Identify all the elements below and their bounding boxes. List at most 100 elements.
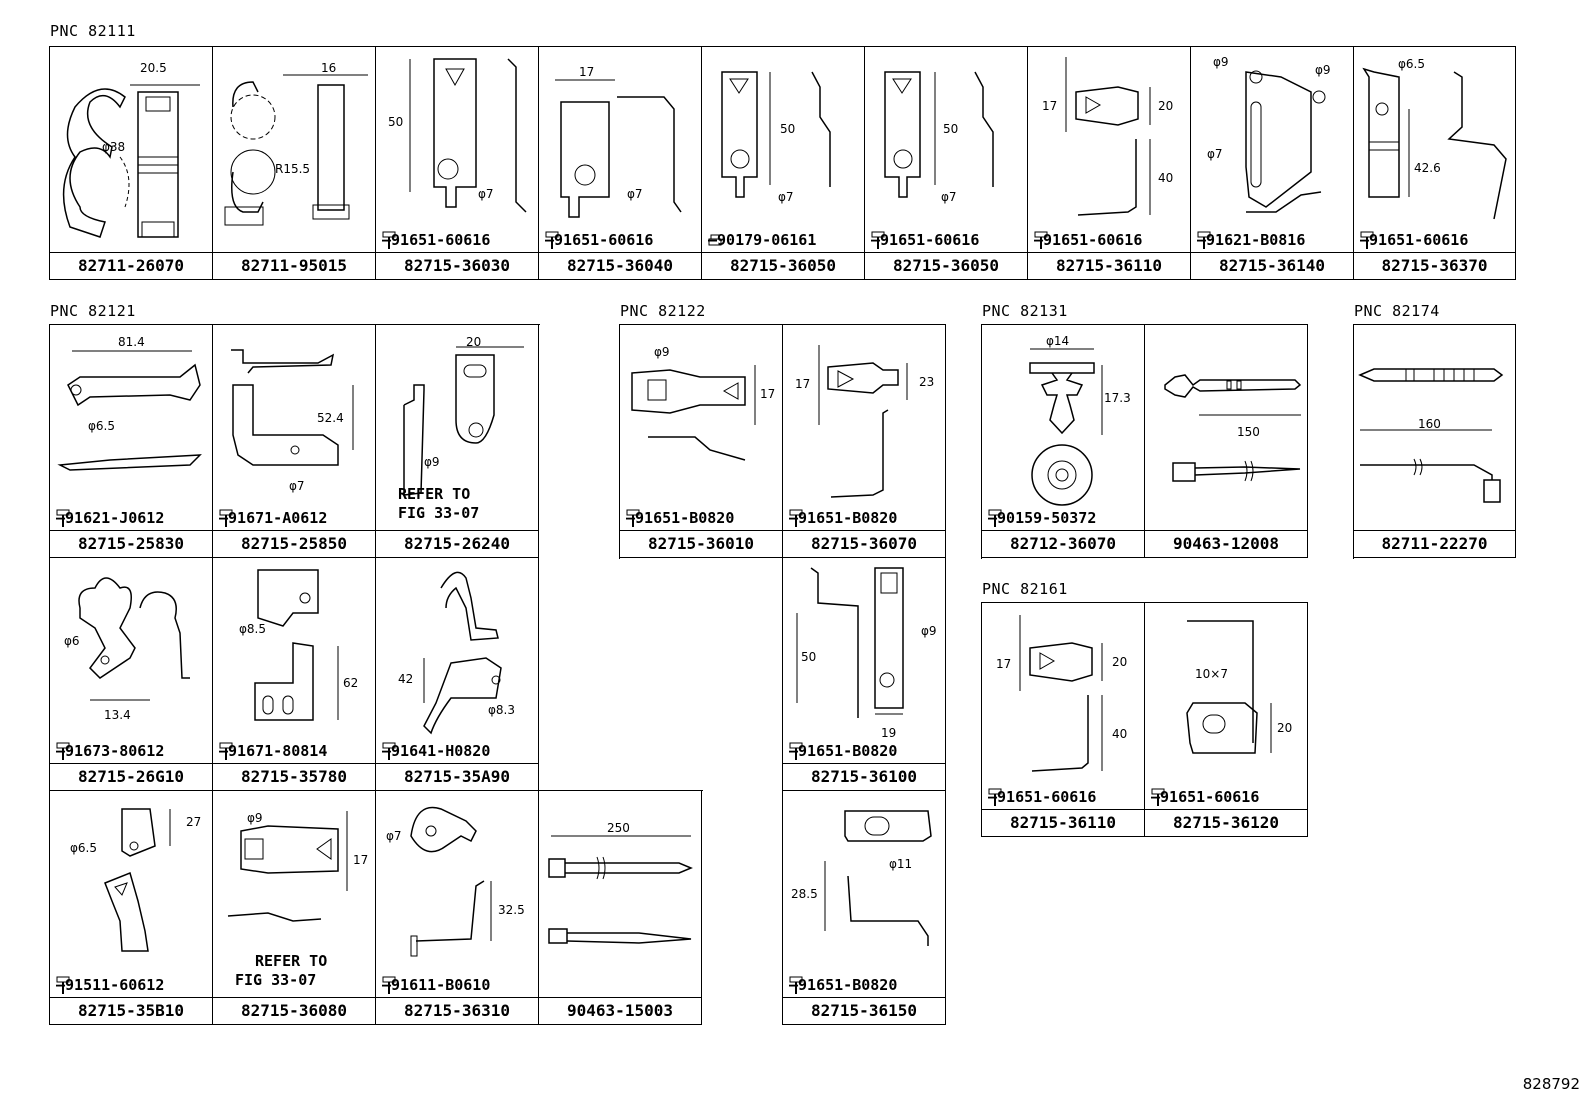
part-number[interactable]: 82715-36100 — [783, 763, 945, 790]
part-number[interactable]: 82715-36050 — [865, 252, 1027, 279]
part-cell-82715-36150[interactable]: φ11 28.5 —91651-B0820 82715-36150 — [783, 791, 946, 1025]
part-cell-82715-35780[interactable]: φ8.5 62 —91671-80814 82715-35780 — [213, 558, 376, 791]
part-number[interactable]: 90463-15003 — [539, 997, 701, 1024]
dimension-label: 50 — [388, 115, 404, 129]
bolt-part-number[interactable]: 91651-B0820 — [798, 509, 898, 527]
part-cell-82715-36110[interactable]: 17 20 40 —91651-60616 82715-36110 — [982, 603, 1145, 837]
part-number[interactable]: 82715-35B10 — [50, 997, 212, 1024]
part-number[interactable]: 82711-26070 — [50, 252, 212, 279]
part-cell-82711-26070[interactable]: 20.5 φ38 82711-26070 — [50, 47, 213, 280]
bolt-part-number[interactable]: 91621-B0816 — [1206, 231, 1306, 249]
part-cell-82715-36310[interactable]: φ7 32.5 —91611-B0610 82715-36310 — [376, 791, 539, 1025]
part-cell-82711-95015[interactable]: 16 R15.5 82711-95015 — [213, 47, 376, 280]
part-cell-82715-25850[interactable]: 52.4 φ7 —91671-A0612 82715-25850 — [213, 325, 376, 558]
bolt-part-number[interactable]: 91671-A0612 — [228, 509, 328, 527]
bolt-part-number[interactable]: 90179-06161 — [717, 231, 817, 249]
part-number[interactable]: 82715-25830 — [50, 530, 212, 557]
dimension-label: 17 — [996, 657, 1012, 671]
pnc-label-82174: PNC 82174 — [1354, 302, 1440, 320]
part-number[interactable]: 82712-36070 — [982, 530, 1144, 557]
bolt-callout: —91621-J0612 — [56, 509, 165, 527]
part-cell-82715-36040[interactable]: 17 φ7 —91651-60616 82715-36040 — [539, 47, 702, 280]
part-cell-82715-36070[interactable]: 17 23 —91651-B0820 82715-36070 — [783, 325, 946, 558]
part-cell-90463-15003[interactable]: 250 90463-15003 — [539, 791, 702, 1025]
part-number[interactable]: 82715-35A90 — [376, 763, 538, 790]
bracket-drawing — [783, 558, 946, 763]
part-number[interactable]: 82715-36110 — [982, 809, 1144, 836]
part-number[interactable]: 82711-22270 — [1354, 530, 1515, 557]
bolt-part-number[interactable]: 91641-H0820 — [391, 742, 491, 760]
part-cell-82711-22270[interactable]: 160 82711-22270 — [1354, 325, 1516, 558]
part-cell-82712-36070[interactable]: φ14 17.3 —90159-50372 82712-36070 — [982, 325, 1145, 558]
bracket-drawing — [702, 47, 865, 252]
bracket-drawing — [865, 47, 1028, 252]
bolt-part-number[interactable]: 91651-60616 — [1160, 788, 1260, 806]
bolt-part-number[interactable]: 91511-60612 — [65, 976, 165, 994]
part-cell-82715-35A90[interactable]: 42 φ8.3 —91641-H0820 82715-35A90 — [376, 558, 539, 791]
clip-drawing — [50, 558, 213, 763]
part-cell-82715-36050[interactable]: 50 φ7 —90179-06161 82715-36050 — [702, 47, 865, 280]
part-number[interactable]: 82711-95015 — [213, 252, 375, 279]
bolt-icon — [1034, 231, 1048, 249]
part-number[interactable]: 82715-36040 — [539, 252, 701, 279]
part-number[interactable]: 90463-12008 — [1145, 530, 1307, 557]
bolt-icon — [382, 742, 396, 760]
bolt-part-number[interactable]: 91611-B0610 — [391, 976, 491, 994]
part-number[interactable]: 82715-36140 — [1191, 252, 1353, 279]
part-number[interactable]: 82715-25850 — [213, 530, 375, 557]
bolt-icon — [56, 509, 70, 527]
bolt-part-number[interactable]: 91673-80612 — [65, 742, 165, 760]
part-cell-82715-36120[interactable]: 10×7 20 —91651-60616 82715-36120 — [1145, 603, 1308, 837]
bolt-part-number[interactable]: 91651-60616 — [554, 231, 654, 249]
part-cell-82715-36050[interactable]: 50 φ7 —91651-60616 82715-36050 — [865, 47, 1028, 280]
part-number[interactable]: 82715-36070 — [783, 530, 945, 557]
bolt-part-number[interactable]: 91651-60616 — [391, 231, 491, 249]
bolt-part-number[interactable]: 91671-80814 — [228, 742, 328, 760]
bolt-icon — [56, 742, 70, 760]
part-number[interactable]: 82715-36030 — [376, 252, 538, 279]
part-cell-82715-36140[interactable]: φ9 φ9 φ7 —91621-B0816 82715-36140 — [1191, 47, 1354, 280]
part-number[interactable]: 82715-35780 — [213, 763, 375, 790]
part-cell-82715-25830[interactable]: 81.4 φ6.5 —91621-J0612 82715-25830 — [50, 325, 213, 558]
part-number[interactable]: 82715-36080 — [213, 997, 375, 1024]
pnc-label-82121: PNC 82121 — [50, 302, 136, 320]
bolt-part-number[interactable]: 91651-60616 — [880, 231, 980, 249]
part-number[interactable]: 82715-26G10 — [50, 763, 212, 790]
part-cell-82715-36100[interactable]: 50 φ9 19 —91651-B0820 82715-36100 — [783, 558, 946, 791]
part-number[interactable]: 82715-36150 — [783, 997, 945, 1024]
part-number[interactable]: 82715-36310 — [376, 997, 538, 1024]
bolt-part-number[interactable]: 91651-B0820 — [635, 509, 735, 527]
bolt-part-number[interactable]: 90159-50372 — [997, 509, 1097, 527]
part-cell-82715-35B10[interactable]: φ6.5 27 —91511-60612 82715-35B10 — [50, 791, 213, 1025]
part-cell-82715-36370[interactable]: φ6.5 42.6 —91651-60616 82715-36370 — [1354, 47, 1516, 280]
bolt-callout: —91651-B0820 — [789, 742, 898, 760]
dimension-label: 17.3 — [1104, 391, 1131, 405]
bolt-part-number[interactable]: 91651-60616 — [1369, 231, 1469, 249]
part-cell-82715-36110[interactable]: 17 20 40 —91651-60616 82715-36110 — [1028, 47, 1191, 280]
part-number[interactable]: 82715-36050 — [702, 252, 864, 279]
part-number[interactable]: 82715-26240 — [376, 530, 538, 557]
bolt-part-number[interactable]: 91621-J0612 — [65, 509, 165, 527]
part-number[interactable]: 82715-36370 — [1354, 252, 1515, 279]
part-cell-82715-36010[interactable]: φ9 17 —91651-B0820 82715-36010 — [620, 325, 783, 558]
pnc-label-82111: PNC 82111 — [50, 22, 136, 40]
dimension-label: φ7 — [478, 187, 494, 201]
bolt-part-number[interactable]: 91651-B0820 — [798, 742, 898, 760]
part-cell-90463-12008[interactable]: 150 90463-12008 — [1145, 325, 1308, 558]
bolt-part-number[interactable]: 91651-B0820 — [798, 976, 898, 994]
part-cell-82715-26G10[interactable]: φ6 13.4 —91673-80612 82715-26G10 — [50, 558, 213, 791]
dimension-label: 28.5 — [791, 887, 818, 901]
bolt-callout: —91671-80814 — [219, 742, 328, 760]
clip-drawing — [982, 325, 1145, 530]
part-number[interactable]: 82715-36120 — [1145, 809, 1307, 836]
bolt-part-number[interactable]: 91651-60616 — [997, 788, 1097, 806]
part-cell-82715-36030[interactable]: 50 φ7 —91651-60616 82715-36030 — [376, 47, 539, 280]
bolt-icon — [789, 742, 803, 760]
part-number[interactable]: 82715-36110 — [1028, 252, 1190, 279]
bracket-drawing — [213, 791, 376, 997]
part-number[interactable]: 82715-36010 — [620, 530, 782, 557]
bolt-part-number[interactable]: 91651-60616 — [1043, 231, 1143, 249]
